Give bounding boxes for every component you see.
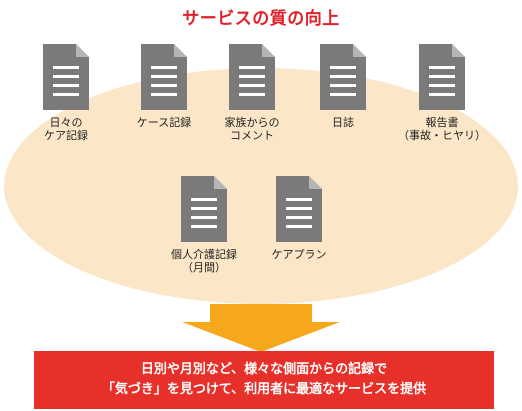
document-icon: [141, 44, 187, 110]
document-icon: [419, 44, 465, 110]
document-label: ケアプラン: [271, 248, 327, 261]
document-label: ケース記録: [136, 116, 192, 129]
document-label: 個人介護記録 （月間）: [171, 248, 237, 274]
summary-banner: 日別や月別など、様々な側面からの記録で 「気づき」を見つけて、利用者に最適なサー…: [34, 351, 494, 409]
document-report: 報告書 （事故・ヒヤリ）: [392, 44, 492, 142]
document-label: 日誌: [332, 116, 354, 129]
document-personal-care-record: 個人介護記録 （月間）: [159, 176, 249, 274]
document-icon: [181, 176, 227, 242]
arrow-down-icon: [182, 304, 340, 352]
down-arrow: [0, 300, 522, 352]
diagram-title: サービスの質の向上: [182, 9, 340, 29]
document-icon: [320, 44, 366, 110]
document-care-plan: ケアプラン: [262, 176, 336, 261]
document-family-comments: 家族からの コメント: [215, 44, 289, 142]
document-icon: [43, 44, 89, 110]
document-case-record: ケース記録: [127, 44, 201, 129]
document-journal: 日誌: [306, 44, 380, 129]
banner-line-2: 「気づき」を見つけて、利用者に最適なサービスを提供: [101, 382, 427, 397]
document-label: 報告書 （事故・ヒヤリ）: [398, 116, 486, 142]
document-daily-care-record: 日々の ケア記録: [29, 44, 103, 142]
document-label: 日々の ケア記録: [44, 116, 88, 142]
banner-line-1: 日別や月別など、様々な側面からの記録で: [140, 362, 388, 377]
document-label: 家族からの コメント: [224, 116, 280, 142]
document-icon: [229, 44, 275, 110]
document-icon: [276, 176, 322, 242]
